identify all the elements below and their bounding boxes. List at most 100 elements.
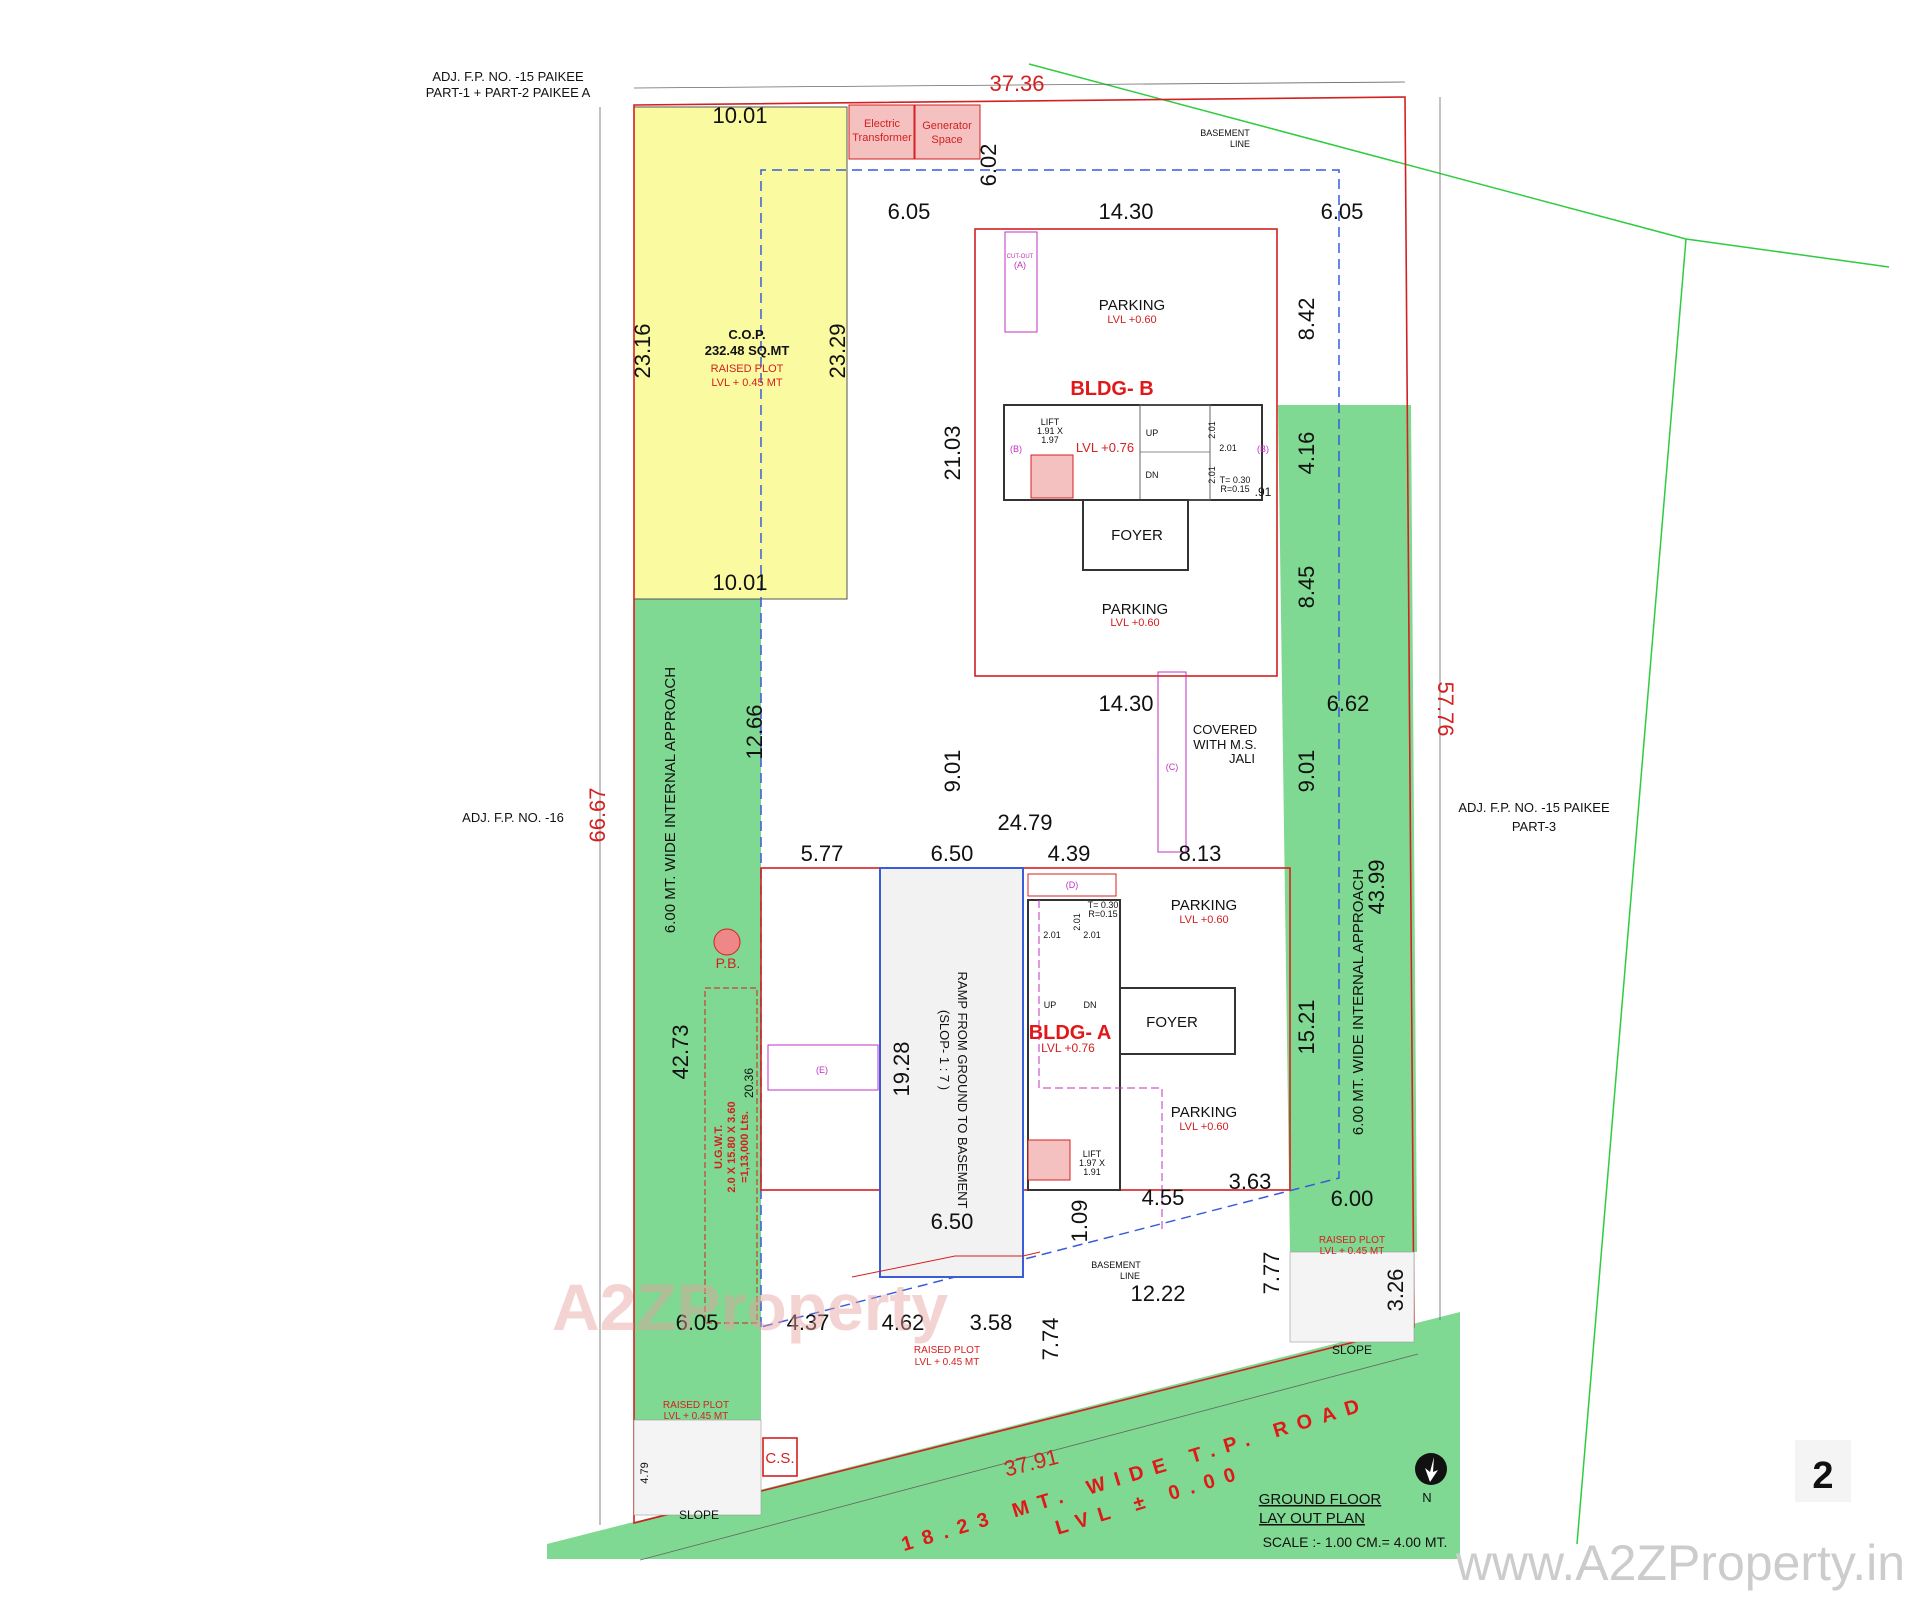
electric-transformer (848, 104, 915, 160)
building-a (760, 867, 1291, 1191)
cutout-label: (D) (1066, 880, 1079, 890)
cs-box (762, 1437, 798, 1477)
dim: 23.16 (630, 323, 655, 378)
dim: 4.16 (1294, 432, 1319, 475)
cop-title: C.O.P. (728, 327, 765, 342)
adjacent-label: ADJ. F.P. NO. -15 PAIKEE (1458, 800, 1610, 815)
parking-level: LVL +0.60 (1110, 617, 1159, 629)
plot-dim-top: 37.36 (989, 71, 1044, 96)
parking-level: LVL +0.60 (1107, 314, 1156, 326)
raised-plot-label: RAISED PLOT (1319, 1235, 1385, 1246)
transformer-label: Transformer (852, 132, 912, 144)
lift-label: LIFT (1083, 1149, 1102, 1159)
dim: 10.01 (712, 570, 767, 595)
stair-dim: 2.01 (1083, 930, 1101, 940)
fire-lift-a (1027, 1139, 1071, 1181)
pb-label: P.B. (716, 955, 741, 971)
raised-plot-label: RAISED PLOT (914, 1345, 980, 1356)
stair-dim: 2.01 (1207, 421, 1217, 439)
building-b-level: LVL +0.76 (1076, 440, 1134, 455)
staircase-b (1139, 404, 1211, 501)
slope-right (1289, 1251, 1415, 1343)
adjacent-label: ADJ. F.P. NO. -16 (462, 810, 564, 825)
dim: 6.62 (1327, 691, 1370, 716)
lift-label: 1.91 X (1037, 426, 1063, 436)
pb-marker (713, 928, 741, 956)
cutout-e (767, 1044, 879, 1091)
dim: 9.01 (1294, 750, 1319, 793)
dimensions: 10.01 6.02 6.05 14.30 6.05 23.16 23.29 8… (630, 103, 1408, 1484)
adjacent-boundary-line (1576, 238, 1687, 1545)
adjacent-label: PART-1 + PART-2 PAIKEE A (426, 85, 591, 100)
stair-dim: 2.01 (1207, 466, 1217, 484)
right-internal-approach (1278, 405, 1417, 1252)
left-internal-approach (634, 599, 761, 1420)
dim: 4.79 (639, 1462, 651, 1483)
cutout-label: CUT-OUT (1007, 254, 1034, 260)
dim: 6.05 (1321, 199, 1364, 224)
road-area (547, 1312, 1460, 1559)
raised-plot-label: LVL + 0.45 MT (1320, 1246, 1385, 1257)
stair-up: UP (1044, 1000, 1057, 1010)
ugwt-label: U.G.W.T. (713, 1125, 725, 1169)
dim: 8.42 (1294, 298, 1319, 341)
ugwt-label: =1,13,000 Lts. (739, 1111, 751, 1183)
scale-label: SCALE :- 1.00 CM.= 4.00 MT. (1263, 1534, 1448, 1550)
dim: 10.01 (712, 103, 767, 128)
ramp-label: RAMP FROM GROUND TO BASEMENT (955, 972, 970, 1209)
dim: .91 (1255, 485, 1272, 499)
cop-level: LVL + 0.45 MT (711, 377, 783, 389)
dim: 12.22 (1130, 1281, 1185, 1306)
basement-line-label: BASEMENT (1091, 1260, 1141, 1270)
raised-plot-label: LVL + 0.45 MT (664, 1411, 729, 1422)
ugwt-label: 2.0 X 15.80 X 3.60 (726, 1101, 738, 1192)
foyer-label: FOYER (1146, 1014, 1198, 1031)
dim: 7.77 (1259, 1252, 1284, 1295)
covered-label: COVERED (1193, 722, 1257, 737)
dim: 1.09 (1067, 1200, 1092, 1243)
ramp-label: (SLOP- 1 : 7 ) (937, 1010, 952, 1090)
stair-dim: 2.01 (1219, 443, 1237, 453)
page-number: 2 (1812, 1455, 1833, 1497)
cs-label: C.S. (765, 1450, 794, 1467)
dim: 3.58 (970, 1310, 1013, 1335)
cutout-c (1157, 671, 1187, 853)
cop-area-value: 232.48 SQ.MT (705, 343, 790, 358)
slope-left (633, 1419, 762, 1516)
north-arrow-icon (1415, 1453, 1447, 1485)
dim: 3.63 (1229, 1169, 1272, 1194)
lift-label: LIFT (1041, 417, 1060, 427)
dim: 4.62 (882, 1310, 925, 1335)
dim: 43.99 (1364, 859, 1389, 914)
parking-level: LVL +0.60 (1179, 1121, 1228, 1133)
lift-label: 1.97 X (1079, 1158, 1105, 1168)
dim: 8.45 (1294, 566, 1319, 609)
parking-level: LVL +0.60 (1179, 914, 1228, 926)
adjacent-label: ADJ. F.P. NO. -15 PAIKEE (432, 69, 584, 84)
generator-space (914, 104, 981, 160)
stair-dim: 2.01 (1072, 913, 1082, 931)
generator-label: Generator (922, 120, 972, 132)
parking-label: PARKING (1171, 1104, 1237, 1121)
dim: 20.36 (742, 1068, 756, 1098)
dim: 19.28 (889, 1041, 914, 1096)
building-b (974, 228, 1278, 677)
dim: 4.55 (1142, 1185, 1185, 1210)
cop-area (633, 106, 848, 600)
basement-line-label: BASEMENT (1200, 128, 1250, 138)
dim: 7.74 (1038, 1318, 1063, 1361)
stair-up: UP (1146, 428, 1159, 438)
plan-title: LAY OUT PLAN (1259, 1510, 1365, 1527)
fire-lift-b (1030, 454, 1074, 499)
generator-label: Space (931, 134, 962, 146)
stair-dn: DN (1084, 1000, 1097, 1010)
dim: 8.13 (1179, 841, 1222, 866)
dim: 6.05 (676, 1310, 719, 1335)
dim: 5.77 (801, 841, 844, 866)
ugwt-tank (704, 987, 758, 1324)
approach-label: 6.00 MT. WIDE INTERNAL APPROACH (662, 667, 679, 933)
cutout-label: (B) (1257, 444, 1269, 454)
building-b-title: BLDG- B (1070, 378, 1153, 400)
raised-plot-label: LVL + 0.45 MT (915, 1357, 980, 1368)
